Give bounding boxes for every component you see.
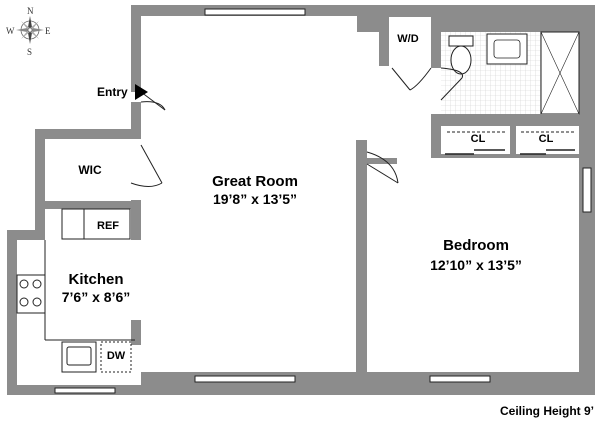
kitchen-dims: 7’6” x 8’6” (62, 289, 131, 305)
entry-arrow-icon (135, 84, 148, 100)
ref-label: REF (97, 220, 119, 232)
compass-icon: N S E W (6, 6, 51, 57)
interior-walls (45, 16, 579, 372)
dw-label: DW (107, 350, 126, 362)
bedroom-dims: 12’10” x 13’5” (430, 257, 522, 273)
compass-west: W (6, 26, 15, 36)
compass-north: N (27, 6, 34, 16)
toilet-icon (448, 35, 474, 75)
doors (130, 67, 574, 187)
wd-label: W/D (397, 33, 418, 45)
kitchen-name: Kitchen (68, 271, 123, 288)
sink-icon (486, 33, 528, 65)
compass-south: S (27, 47, 32, 57)
kitchen-fixtures (16, 208, 135, 373)
dishwasher-icon (100, 341, 132, 373)
wic-label: WIC (78, 163, 102, 177)
windows (54, 8, 592, 394)
great-room-dims: 19’8” x 13’5” (213, 191, 297, 207)
ceiling-height-note: Ceiling Height 9’ (499, 404, 594, 418)
bedroom-name: Bedroom (443, 237, 509, 254)
shower-icon (540, 31, 580, 115)
closet-label-2: CL (539, 133, 554, 145)
entry-label: Entry (97, 85, 128, 99)
closet-label-1: CL (471, 133, 486, 145)
great-room-name: Great Room (212, 173, 298, 190)
compass-east: E (45, 26, 51, 36)
